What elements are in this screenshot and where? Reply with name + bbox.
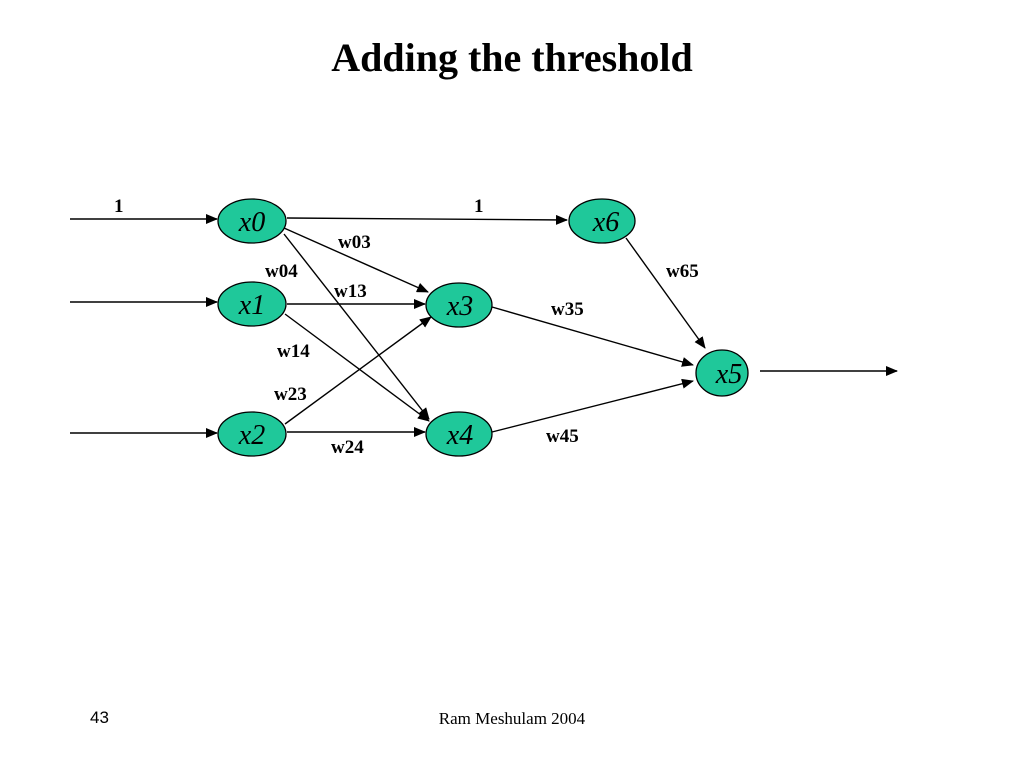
- footer-author: Ram Meshulam 2004: [438, 709, 586, 728]
- slide-title: Adding the threshold: [331, 35, 693, 80]
- edge-x2-x3: [284, 316, 432, 425]
- node-x1: x1: [217, 281, 287, 327]
- weight-w24-label: w24: [331, 437, 364, 458]
- edge-x6-x5: [625, 237, 706, 349]
- bias-x6-label: 1: [474, 196, 484, 217]
- weight-w03-label: w03: [338, 232, 371, 253]
- node-x4: x4: [425, 411, 493, 457]
- weight-w23-label: w23: [274, 384, 307, 405]
- node-x0-label: x0: [238, 207, 265, 238]
- weight-w35-label: w35: [551, 299, 584, 320]
- edge-x0-x3: [283, 227, 429, 293]
- weight-w45-label: w45: [546, 426, 579, 447]
- bias-input-label: 1: [114, 196, 124, 217]
- weight-w13-label: w13: [334, 281, 367, 302]
- node-x4-label: x4: [446, 420, 473, 451]
- edge-x0-x4: [283, 233, 430, 420]
- node-x6-label: x6: [592, 207, 619, 238]
- node-x1-label: x1: [238, 290, 265, 321]
- weight-w04-label: w04: [265, 261, 298, 282]
- weight-w65-label: w65: [666, 261, 699, 282]
- edge-x0-x6: [286, 214, 568, 225]
- edge-x3-x5: [491, 306, 694, 367]
- edge-x4-x5: [491, 378, 694, 433]
- node-x6: x6: [568, 198, 636, 244]
- slide-number: 43: [90, 708, 109, 727]
- node-x5-label: x5: [715, 359, 742, 390]
- node-x2-label: x2: [238, 420, 265, 451]
- weight-w14-label: w14: [277, 341, 310, 362]
- node-x3: x3: [425, 282, 493, 328]
- edge-x1-x4: [284, 313, 430, 422]
- node-x2: x2: [217, 411, 287, 457]
- node-x5: x5: [695, 349, 749, 397]
- node-x3-label: x3: [446, 291, 473, 322]
- node-x0: x0: [217, 198, 287, 244]
